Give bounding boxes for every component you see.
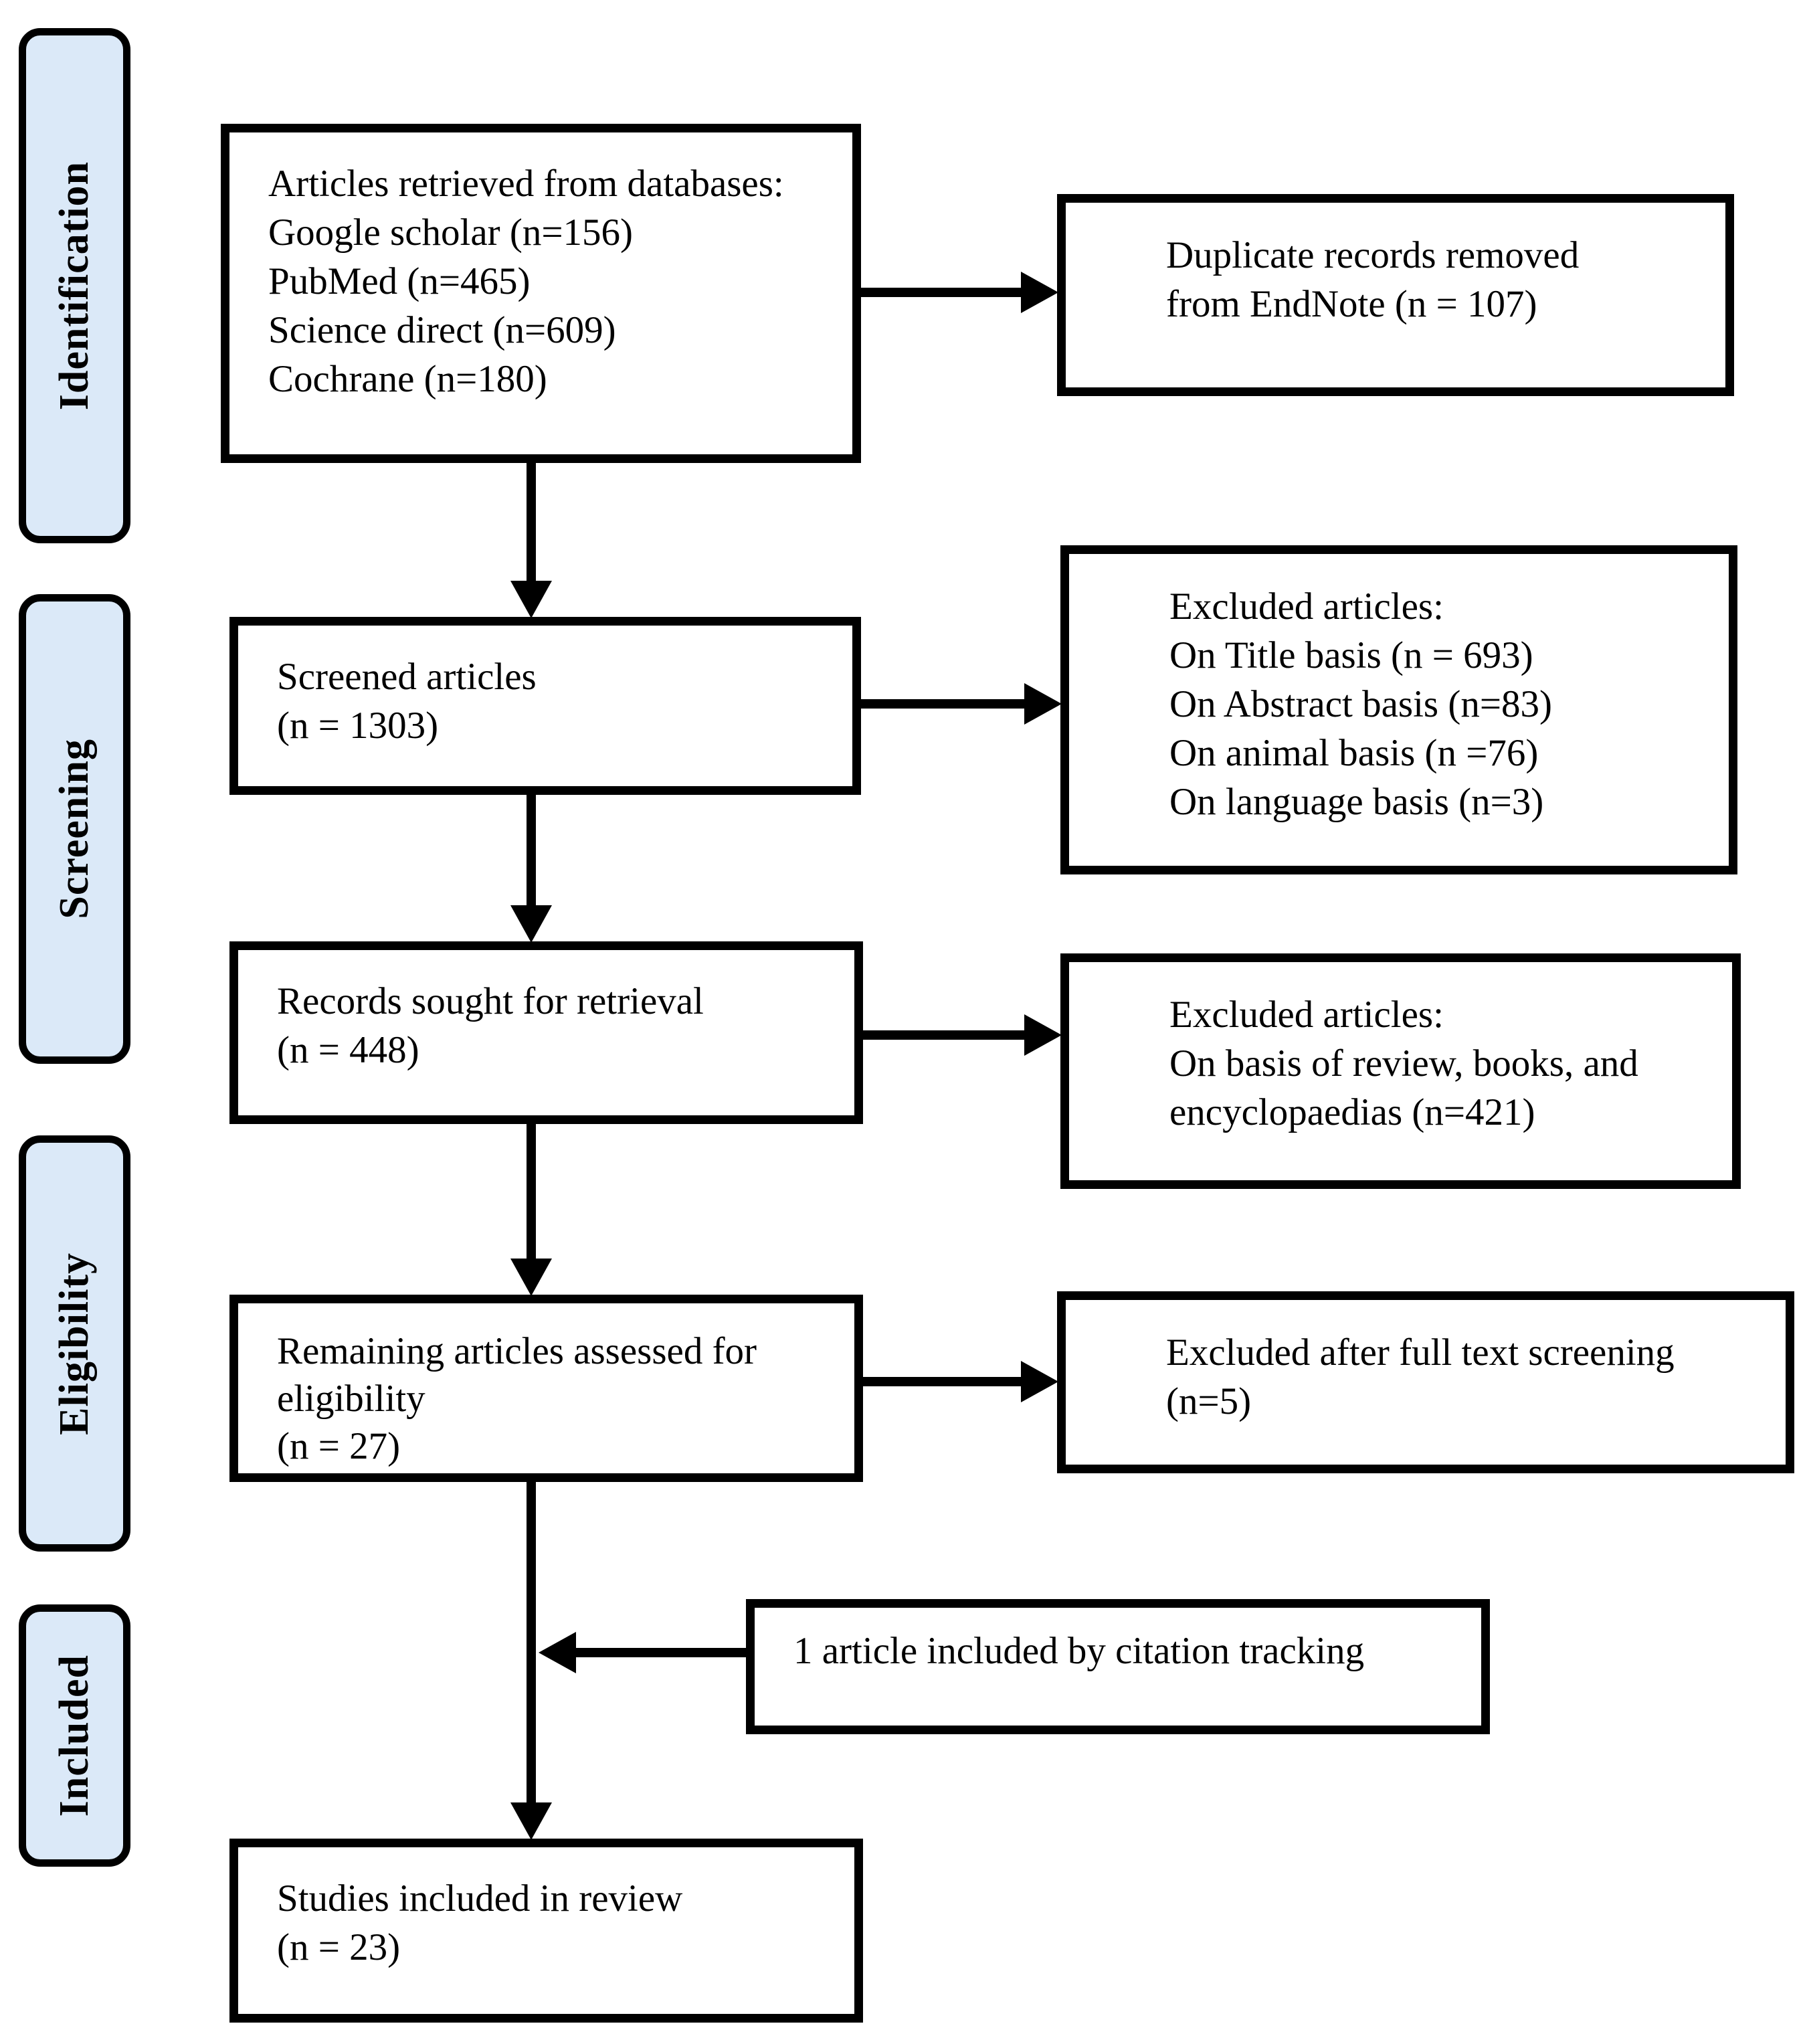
box-articles-retrieved: Articles retrieved from databases: Google… (221, 124, 861, 463)
box-text: Excluded articles: On Title basis (n = 69… (1069, 554, 1729, 833)
text-line: from EndNote (n = 107) (1166, 283, 1537, 325)
text-line: Excluded after full text screening (1166, 1331, 1675, 1374)
box-excluded-fulltext: Excluded after full text screening (n=5) (1057, 1291, 1794, 1473)
text-line: eligibility (277, 1378, 425, 1420)
box-text: Remaining articles assessed for eligibili… (238, 1303, 854, 1477)
text-line: Articles retrieved from databases: (268, 163, 784, 205)
box-text: Records sought for retrieval (n = 448) (238, 950, 854, 1081)
arrow-head-down-icon (510, 905, 552, 943)
box-text: Studies included in review (n = 23) (238, 1847, 854, 1978)
box-records-sought: Records sought for retrieval (n = 448) (229, 941, 863, 1124)
box-text: Excluded articles: On basis of review, bo… (1069, 962, 1732, 1143)
arrow-right-to-excluded-fulltext (863, 1360, 1058, 1403)
stage-label-text: Eligibility (52, 1252, 97, 1435)
stage-label-text: Identification (52, 161, 97, 411)
arrow-head-down-icon (510, 1802, 552, 1840)
text-line: Google scholar (n=156) (268, 211, 634, 254)
stage-label-eligibility: Eligibility (19, 1135, 130, 1552)
text-line: On basis of review, books, and (1169, 1042, 1638, 1085)
arrow-head-right-icon (1021, 272, 1058, 313)
text-line: (n = 27) (277, 1425, 401, 1467)
box-screened-articles: Screened articles (n = 1303) (229, 617, 861, 795)
text-line: 1 article included by citation tracking (793, 1630, 1365, 1672)
stage-label-text: Screening (52, 739, 97, 919)
arrow-down-records-to-remaining (510, 1123, 553, 1296)
arrow-left-citation-to-flow (539, 1631, 747, 1674)
box-excluded-retrieval: Excluded articles: On basis of review, bo… (1060, 953, 1741, 1189)
arrow-head-down-icon (510, 581, 552, 618)
text-line: Cochrane (n=180) (268, 358, 547, 400)
text-line: Screened articles (277, 656, 537, 698)
arrow-head-right-icon (1024, 683, 1062, 725)
text-line: Excluded articles: (1169, 585, 1444, 628)
arrow-right-to-excluded-screening (861, 682, 1062, 725)
stage-label-screening: Screening (19, 594, 130, 1064)
arrow-shaft (527, 460, 536, 587)
arrow-down-remaining-to-included (510, 1474, 553, 1840)
arrow-shaft (863, 1030, 1031, 1040)
box-excluded-screening: Excluded articles: On Title basis (n = 69… (1060, 545, 1737, 874)
arrow-right-to-duplicates (861, 271, 1058, 314)
text-line: On animal basis (n =76) (1169, 732, 1539, 774)
arrow-shaft (527, 1123, 536, 1265)
text-line: On language basis (n=3) (1169, 781, 1544, 823)
text-line: Studies included in review (277, 1877, 683, 1920)
text-line: (n=5) (1166, 1380, 1252, 1422)
arrow-head-down-icon (510, 1259, 552, 1296)
text-line: encyclopaedias (n=421) (1169, 1091, 1535, 1133)
text-line: Records sought for retrieval (277, 980, 704, 1022)
text-line: Excluded articles: (1169, 994, 1444, 1036)
text-line: (n = 448) (277, 1029, 419, 1071)
text-line: On Title basis (n = 693) (1169, 634, 1533, 676)
arrow-head-right-icon (1021, 1361, 1058, 1402)
arrow-shaft (863, 1377, 1028, 1386)
arrow-shaft (861, 699, 1031, 709)
text-line: Duplicate records removed (1166, 234, 1580, 276)
box-text: Duplicate records removed from EndNote (n… (1066, 203, 1725, 335)
arrow-head-right-icon (1024, 1014, 1062, 1056)
text-line: PubMed (n=465) (268, 260, 531, 302)
text-line: (n = 1303) (277, 705, 439, 747)
stage-label-included: Included (19, 1604, 130, 1867)
box-studies-included: Studies included in review (n = 23) (229, 1839, 863, 2023)
arrow-shaft (861, 288, 1028, 297)
arrow-shaft (527, 793, 536, 912)
arrow-right-to-excluded-retrieval (863, 1014, 1062, 1056)
text-line: Remaining articles assessed for (277, 1330, 757, 1372)
box-text: Excluded after full text screening (n=5) (1066, 1300, 1786, 1432)
stage-label-identification: Identification (19, 28, 130, 543)
arrow-down-screened-to-records (510, 793, 553, 943)
arrow-shaft (527, 1474, 536, 1809)
text-line: On Abstract basis (n=83) (1169, 683, 1552, 725)
stage-label-text: Included (52, 1654, 97, 1817)
text-line: Science direct (n=609) (268, 309, 616, 351)
box-text: Screened articles (n = 1303) (238, 626, 852, 757)
box-text: Articles retrieved from databases: Google… (229, 132, 852, 410)
arrow-shaft (569, 1648, 747, 1657)
arrow-head-left-icon (539, 1632, 576, 1673)
box-citation-tracking: 1 article included by citation tracking (746, 1599, 1490, 1734)
text-line: (n = 23) (277, 1926, 401, 1968)
arrow-down-retrieved-to-screened (510, 460, 553, 618)
box-duplicates-removed: Duplicate records removed from EndNote (n… (1057, 194, 1734, 396)
box-text: 1 article included by citation tracking (755, 1608, 1481, 1682)
box-remaining-eligibility: Remaining articles assessed for eligibili… (229, 1295, 863, 1482)
